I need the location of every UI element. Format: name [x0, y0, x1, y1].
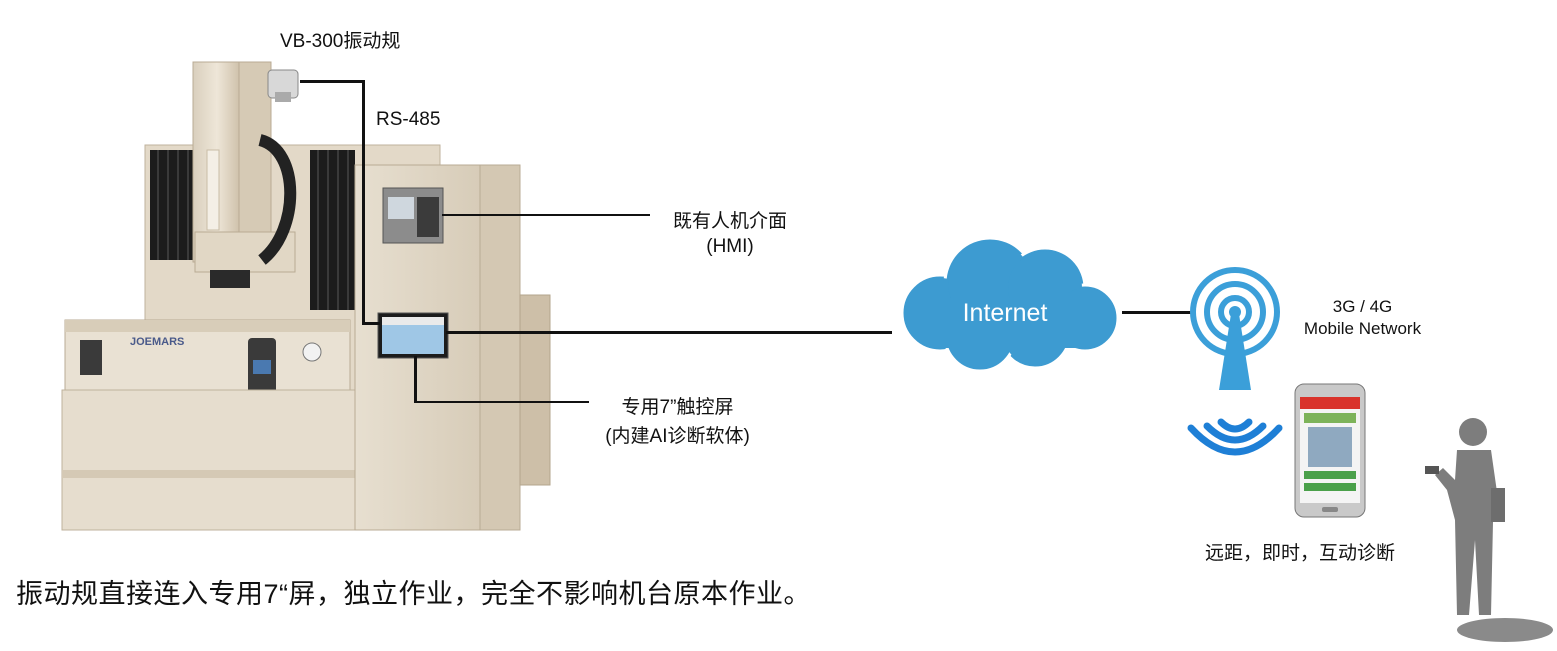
- sensor-label: VB-300振动规: [280, 31, 401, 52]
- remote-diagnosis-label: 远距，即时，互动诊断: [1205, 543, 1396, 564]
- smartphone-icon: [1294, 383, 1366, 518]
- internet-label: Internet: [962, 299, 1048, 327]
- internet-cloud-icon: [900, 236, 1120, 373]
- hmi-pointer-line: [442, 214, 650, 216]
- machine-brand-text: JOEMARS: [130, 336, 184, 348]
- cell-tower-icon: [1190, 267, 1280, 390]
- rs485-cable-vertical: [362, 80, 365, 325]
- edm-machine-illustration: JOEMARS: [61, 61, 551, 531]
- screen-to-internet-line: [446, 331, 892, 334]
- touch-screen-label-line1: 专用7”触控屏: [621, 397, 734, 418]
- mobile-network-label-line1: 3G / 4G: [1332, 297, 1393, 316]
- hmi-label-line1: 既有人机介面: [672, 211, 787, 232]
- wireless-signal-icon: [1187, 418, 1283, 456]
- mobile-network-label-line2: Mobile Network: [1303, 319, 1422, 338]
- touch-screen-label-line2: (内建AI诊断软体): [605, 426, 750, 447]
- touch-pointer-vertical: [414, 356, 417, 403]
- touch-pointer-horizontal: [414, 401, 589, 403]
- internet-to-tower-line: [1122, 311, 1192, 314]
- rs485-label: RS-485: [376, 109, 441, 130]
- sensor-cable-horizontal: [300, 80, 365, 83]
- caption: 振动规直接连入专用7“屏，独立作业，完全不影响机台原本作业。: [16, 579, 812, 609]
- rs485-cable-end: [362, 322, 380, 325]
- person-with-phone-icon: [1425, 418, 1553, 642]
- hmi-label-line2: (HMI): [706, 236, 754, 257]
